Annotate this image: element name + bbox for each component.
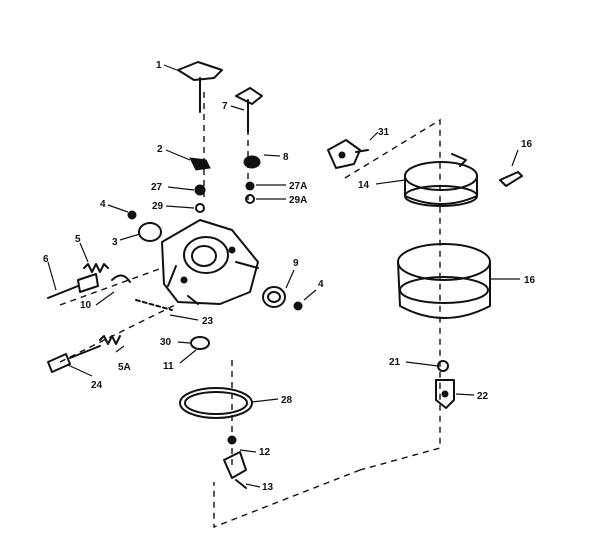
carburetor-body	[161, 219, 259, 305]
assembly-dashed-line-bottom	[213, 469, 361, 529]
float-pin	[135, 299, 173, 311]
choke-shaft	[235, 87, 263, 133]
dust-seal-choke	[245, 181, 255, 191]
leader-lines	[47, 64, 520, 488]
float-hinge-pin	[499, 171, 523, 187]
callout-12: 12	[259, 447, 271, 458]
callout-10: 10	[80, 300, 92, 311]
bowl-nut	[435, 379, 455, 409]
assembly-dashed-line-right	[344, 118, 441, 471]
throttle-plate	[138, 222, 162, 242]
callout-16-bowl: 16	[524, 275, 536, 286]
callout-4-upper: 4	[100, 199, 106, 210]
bowl-drain	[223, 451, 247, 489]
callout-3: 3	[112, 237, 118, 248]
float-bowl-gasket	[179, 387, 253, 419]
callout-9: 9	[293, 258, 299, 269]
callout-6: 6	[43, 254, 49, 265]
choke-plate-screw	[293, 301, 303, 311]
callout-1: 1	[156, 60, 162, 71]
callout-13: 13	[262, 482, 274, 493]
needle-spring	[111, 274, 131, 283]
callout-29a: 29A	[289, 195, 307, 206]
callout-30: 30	[160, 337, 172, 348]
bowl-nut-washer	[227, 435, 237, 445]
float	[404, 153, 478, 207]
callout-24: 24	[91, 380, 103, 391]
callout-27: 27	[151, 182, 163, 193]
callout-23: 23	[202, 316, 214, 327]
callout-4-right: 4	[318, 279, 324, 290]
callout-11: 11	[163, 361, 174, 372]
callout-29: 29	[152, 201, 164, 212]
callout-14: 14	[358, 180, 370, 191]
dust-seal	[194, 184, 206, 196]
callout-7: 7	[222, 101, 228, 112]
choke-spring	[243, 155, 261, 169]
callout-31: 31	[378, 127, 390, 138]
callout-5a: 5A	[118, 362, 131, 373]
callout-21: 21	[389, 357, 401, 368]
main-jet-axis-line	[59, 304, 176, 363]
inlet-needle-seat	[190, 336, 210, 350]
callout-27a: 27A	[289, 181, 307, 192]
idle-screw-spring	[83, 263, 109, 273]
callout-22: 22	[477, 391, 489, 402]
throttle-plate-screw	[127, 210, 137, 220]
main-adjusting-screw	[47, 335, 121, 373]
fuel-inlet-fitting	[327, 139, 369, 169]
callout-16-upper: 16	[521, 139, 533, 150]
callout-2: 2	[157, 144, 163, 155]
seal-retainer-choke	[245, 194, 255, 204]
seal-retainer	[195, 203, 205, 213]
choke-plate	[262, 286, 286, 308]
throttle-spring	[189, 157, 211, 171]
callout-5: 5	[75, 234, 81, 245]
float-bowl	[397, 243, 491, 319]
throttle-shaft	[177, 61, 223, 113]
callout-8: 8	[283, 152, 289, 163]
needle-axis-line	[59, 267, 163, 306]
callout-28: 28	[281, 395, 293, 406]
idle-speed-screw	[47, 273, 99, 299]
